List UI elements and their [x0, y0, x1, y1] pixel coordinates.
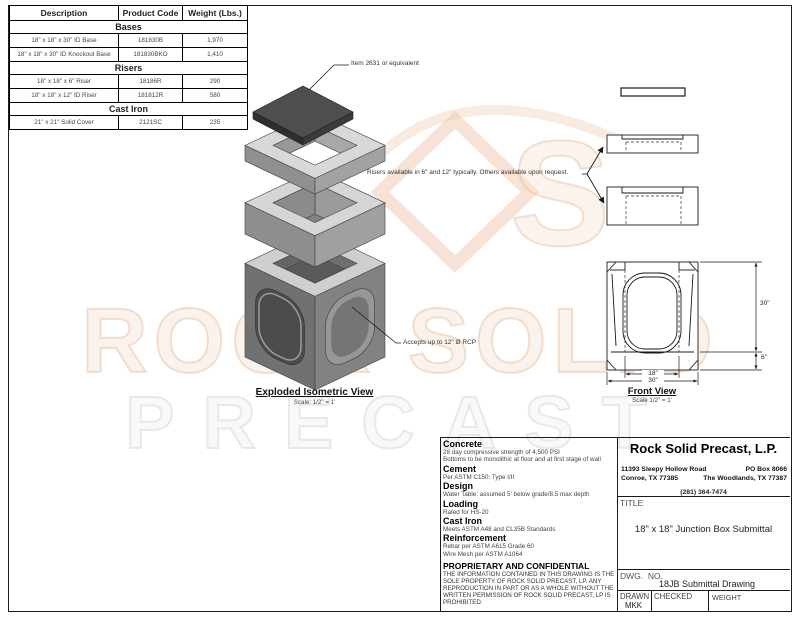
- part-weight: 1,410: [182, 47, 248, 62]
- part-description: 18" x 18" x 30" ID Knockout Base: [9, 47, 119, 62]
- exploded-cover: [252, 85, 354, 146]
- company-name: Rock Solid Precast, L.P.: [629, 441, 778, 456]
- table-row: 18" x 18" x 30" ID Base 181830B 1,970: [9, 33, 248, 48]
- dim-outer-30: 30": [642, 377, 664, 384]
- part-description: 18" x 18" x 6" Riser: [9, 74, 119, 89]
- part-code: 181830B: [118, 33, 183, 48]
- spec-heading: Cast Iron: [443, 516, 483, 527]
- titleblock-mid-line: [617, 437, 618, 611]
- sheet-border: [8, 5, 792, 612]
- dwg-no-label: DWG. NO.: [620, 571, 663, 581]
- weight-label: WEIGHT: [712, 593, 742, 602]
- exploded-view-title: Exploded Isometric View: [255, 387, 374, 398]
- parts-table-header-row: Description Product Code Weight (Lbs.): [9, 5, 248, 21]
- spec-heading: Cement: [443, 463, 477, 474]
- spec-line: Rebar per ASTM A615 Grade 60: [443, 543, 535, 551]
- part-code: 2121SC: [118, 115, 183, 130]
- dim-inner-18: 18": [642, 370, 664, 377]
- address-city: Conroe, TX 77385: [621, 475, 679, 482]
- title-label: TITLE: [620, 498, 644, 508]
- table-row: 18" x 18" x 30" ID Knockout Base 181830B…: [9, 47, 248, 62]
- part-code: 18186R: [118, 74, 183, 89]
- checked-label: CHECKED: [654, 592, 693, 601]
- spec-line: Wire Mesh per ASTM A1064: [443, 550, 523, 558]
- table-row: 18" x 18" x 6" Riser 18186R 290: [9, 74, 248, 89]
- spec-line: 28 day compressive strength of 4,500 PSI: [443, 449, 560, 456]
- dwg-no-value: 18JB Submittal Drawing: [658, 579, 756, 589]
- spec-heading: Reinforcement: [443, 533, 507, 544]
- part-weight: 290: [182, 74, 248, 89]
- spec-line: Water Table: assumed 5' below grade/8.5 …: [443, 491, 590, 499]
- spec-heading: Design: [443, 481, 474, 492]
- part-description: 18" x 18" x 12" ID Riser: [9, 88, 119, 103]
- cover-note: Item 2631 or equivalent: [351, 60, 419, 67]
- proprietary-heading: PROPRIETARY AND CONFIDENTIAL: [443, 561, 590, 571]
- drawing-title: 18" x 18" Junction Box Submittal: [634, 524, 773, 535]
- rcp-note: Accepts up to 12" Ø RCP: [403, 339, 477, 346]
- section-header-risers: Risers: [9, 61, 248, 75]
- watermark-s-glyph: S: [510, 109, 610, 277]
- titleblock-col-line-1: [651, 590, 652, 611]
- titleblock-col-line-2: [708, 590, 709, 611]
- exploded-view-scale: Scale: 1/2" = 1': [293, 399, 336, 406]
- exploded-riser-12: [244, 169, 386, 268]
- riser12-section-view: [606, 186, 699, 226]
- drawn-by-value: MKK: [625, 601, 642, 610]
- spec-line: Per ASTM C150: Type I/II: [443, 473, 515, 481]
- cover-section-view: [620, 87, 686, 97]
- titleblock-top-line: [440, 437, 790, 438]
- titleblock-rule-2: [617, 569, 790, 570]
- col-header-product-code: Product Code: [118, 5, 183, 21]
- front-view-scale: Scale 1/2" = 1': [632, 397, 672, 404]
- drawn-label: DRAWN: [620, 592, 650, 601]
- section-header-cast-iron: Cast Iron: [9, 102, 248, 116]
- dim-height-30: 30": [760, 300, 770, 307]
- parts-table: Description Product Code Weight (Lbs.) B…: [9, 5, 248, 130]
- spec-line: Meets ASTM A48 and CL35B Standards: [443, 526, 556, 534]
- col-header-weight: Weight (Lbs.): [182, 5, 248, 21]
- specs-block: Concrete 28 day compressive strength of …: [443, 439, 615, 558]
- riser-note-arrow-bottom: [586, 173, 605, 204]
- proprietary-body: THE INFORMATION CONTAINED IN THIS DRAWIN…: [443, 571, 615, 606]
- section-header-bases: Bases: [9, 20, 248, 34]
- riser6-section-view: [606, 134, 699, 154]
- riser-note: Risers available in 6" and 12" typically…: [367, 169, 569, 176]
- spec-heading: Loading: [443, 498, 478, 509]
- titleblock-left-line: [440, 437, 441, 611]
- spec-line: Bottoms to be monolithic at floor and at…: [443, 456, 601, 464]
- part-weight: 580: [182, 88, 248, 103]
- address-street: 11393 Sleepy Hollow Road: [621, 466, 707, 473]
- part-description: 18" x 18" x 30" ID Base: [9, 33, 119, 48]
- address-pocity: The Woodlands, TX 77387: [703, 475, 787, 482]
- part-weight: 235: [182, 115, 248, 130]
- address-pobox: PO Box 8066: [745, 466, 787, 473]
- table-row: 21" x 21" Solid Cover 2121SC 235: [9, 115, 248, 130]
- dim-floor-6: 6": [761, 354, 767, 361]
- watermark-swoosh: [376, 104, 633, 159]
- proprietary-block: PROPRIETARY AND CONFIDENTIAL THE INFORMA…: [443, 561, 615, 607]
- riser-note-arrow-top: [586, 146, 604, 175]
- part-code: 181830BKO: [118, 47, 183, 62]
- company-phone: (281) 364-7474: [680, 489, 727, 496]
- watermark-diamond-logo: [370, 110, 540, 274]
- part-weight: 1,970: [182, 33, 248, 48]
- front-view-drawing: [606, 261, 699, 371]
- spec-heading: Concrete: [443, 439, 483, 449]
- front-view-title: Front View: [627, 386, 677, 397]
- spec-line: Rated for HS-20: [443, 508, 489, 516]
- titleblock-rule-1: [617, 496, 790, 497]
- part-code: 181812R: [118, 88, 183, 103]
- table-row: 18" x 18" x 12" ID Riser 181812R 580: [9, 88, 248, 103]
- cover-note-leader: [308, 64, 349, 91]
- rcp-note-leader: [351, 306, 401, 344]
- watermark-line2: PRECAST: [125, 381, 675, 464]
- titleblock-rule-3: [617, 590, 790, 591]
- col-header-description: Description: [9, 5, 119, 21]
- part-description: 21" x 21" Solid Cover: [9, 115, 119, 130]
